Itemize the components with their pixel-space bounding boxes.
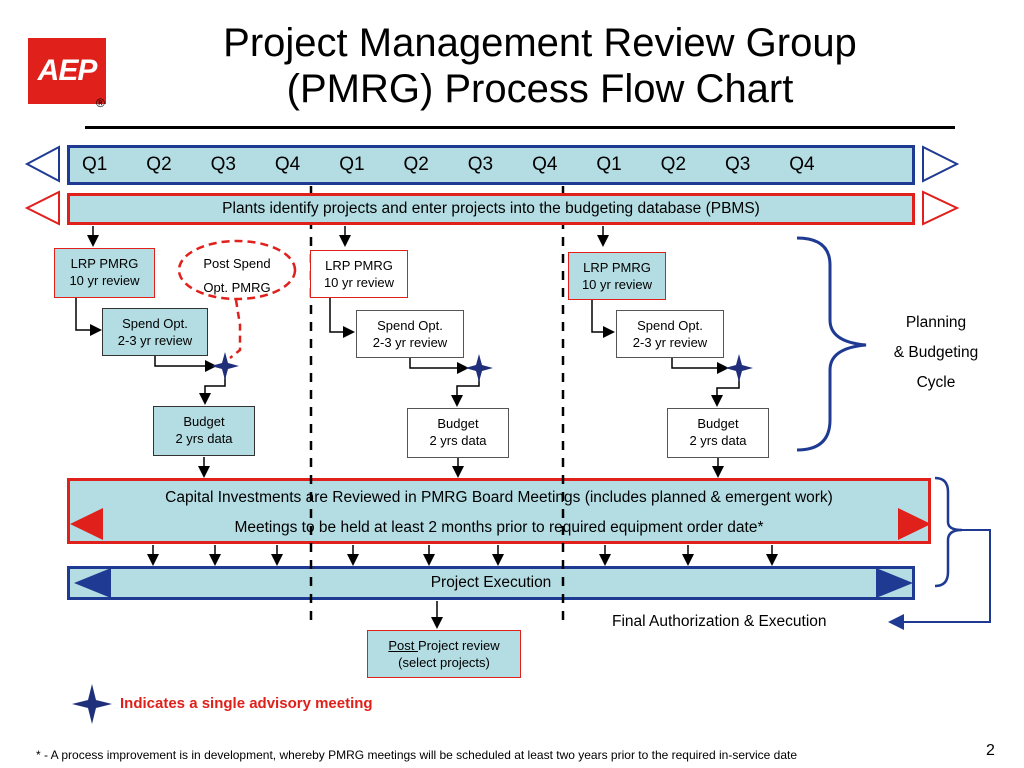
quarter-label: Q2 [660, 154, 687, 175]
quarter-label: Q2 [146, 154, 172, 175]
spend-sublabel: 2-3 yr review [117, 333, 193, 348]
budget-label: Budget [437, 416, 479, 431]
left-triangle-icon [70, 508, 103, 540]
final-auth-arrow [888, 529, 991, 630]
title-underline [85, 126, 955, 129]
arrow [591, 300, 615, 338]
spend-sublabel: 2-3 yr review [372, 335, 448, 350]
left-triangle-icon [74, 568, 111, 598]
lrp-pmrg-box: LRP PMRG 10 yr review [310, 250, 408, 298]
left-arrow-icon [24, 190, 60, 226]
post-review-rest: Project review [417, 638, 500, 653]
right-arrow-icon [922, 190, 960, 226]
title-line-2: (PMRG) Process Flow Chart [286, 67, 794, 111]
planning-line-2: & Budgeting [893, 344, 979, 361]
spend-label: Spend Opt. [377, 318, 443, 333]
arrow [451, 372, 480, 407]
aep-logo: AEP [28, 38, 106, 104]
lrp-pmrg-box: LRP PMRG 10 yr review [54, 248, 155, 298]
budget-label: Budget [697, 416, 739, 431]
spend-opt-box: Spend Opt. 2-3 yr review [102, 308, 208, 356]
spend-label: Spend Opt. [637, 318, 703, 333]
quarter-label: Q3 [467, 154, 494, 175]
quarter-label: Q2 [403, 154, 429, 175]
post-review-line-2: (select projects) [398, 655, 490, 670]
budget-box: Budget 2 yrs data [667, 408, 769, 458]
budget-sublabel: 2 yrs data [689, 433, 747, 448]
page-number: 2 [986, 742, 995, 759]
footnote: * - A process improvement is in developm… [36, 748, 798, 762]
legend-text: Indicates a single advisory meeting [120, 695, 373, 712]
quarter-label: Q3 [724, 154, 751, 175]
post-spend-line-1: Post Spend [203, 256, 271, 271]
budget-box: Budget 2 yrs data [407, 408, 509, 458]
quarter-label: Q4 [274, 154, 301, 175]
arrow [75, 298, 102, 336]
arrow [409, 358, 469, 374]
arrow [329, 298, 355, 338]
lrp-sublabel: 10 yr review [323, 275, 395, 290]
right-triangle-icon [876, 568, 913, 598]
right-triangle-icon [898, 508, 931, 540]
quarter-label: Q1 [339, 154, 365, 175]
spend-label: Spend Opt. [122, 316, 188, 331]
post-review-underlined: Post [388, 638, 418, 653]
registered-mark: ® [96, 96, 105, 110]
arrow [199, 370, 226, 405]
lrp-label: LRP PMRG [70, 256, 139, 271]
budget-sublabel: 2 yrs data [175, 431, 233, 446]
spend-opt-box: Spend Opt. 2-3 yr review [356, 310, 464, 358]
lrp-label: LRP PMRG [583, 260, 651, 275]
quarter-label: Q4 [532, 154, 558, 175]
legend-star-icon [72, 684, 112, 724]
arrow [711, 372, 740, 407]
arrow [671, 358, 729, 374]
star-icon [725, 354, 753, 382]
spend-opt-box: Spend Opt. 2-3 yr review [616, 310, 724, 358]
post-spend-label: Post Spend Opt. PMRG [180, 252, 294, 300]
budget-box: Budget 2 yrs data [153, 406, 255, 456]
final-auth-bracket [934, 476, 963, 588]
post-project-review-box: Post Project review (select projects) [367, 630, 521, 678]
quarter-label: Q1 [596, 154, 622, 175]
arrow [154, 356, 217, 372]
quarter-label: Q1 [82, 154, 108, 175]
quarters-timeline: Q1 Q2 Q3 Q4 Q1 Q2 Q3 Q4 Q1 Q2 Q3 Q4 [67, 145, 915, 185]
planning-line-3: Cycle [916, 374, 956, 391]
dashed-connector [229, 299, 242, 359]
title-line-1: Project Management Review Group [223, 21, 857, 65]
lrp-pmrg-box: LRP PMRG 10 yr review [568, 252, 666, 300]
quarter-label: Q4 [789, 154, 815, 175]
left-arrow-icon [24, 145, 60, 183]
planning-line-1: Planning [905, 314, 967, 331]
budget-sublabel: 2 yrs data [429, 433, 487, 448]
post-spend-line-2: Opt. PMRG [203, 280, 271, 295]
planning-bracket [796, 236, 867, 452]
final-authorization-label: Final Authorization & Execution [612, 613, 827, 630]
page-title: Project Management Review Group (PMRG) P… [150, 20, 930, 112]
plants-identify-bar: Plants identify projects and enter proje… [67, 193, 915, 225]
lrp-sublabel: 10 yr review [69, 273, 140, 288]
lrp-label: LRP PMRG [325, 258, 393, 273]
post-review-line-1: Post Project review [368, 637, 520, 654]
star-icon [211, 352, 239, 380]
execution-arrows [147, 545, 778, 566]
planning-cycle-label: Planning & Budgeting Cycle [872, 308, 1000, 398]
quarter-label: Q3 [210, 154, 236, 175]
right-arrow-icon [922, 145, 960, 183]
post-spend-ellipse [177, 239, 297, 301]
budget-label: Budget [183, 414, 225, 429]
star-icon [465, 354, 493, 382]
lrp-sublabel: 10 yr review [581, 277, 653, 292]
spend-sublabel: 2-3 yr review [632, 335, 708, 350]
